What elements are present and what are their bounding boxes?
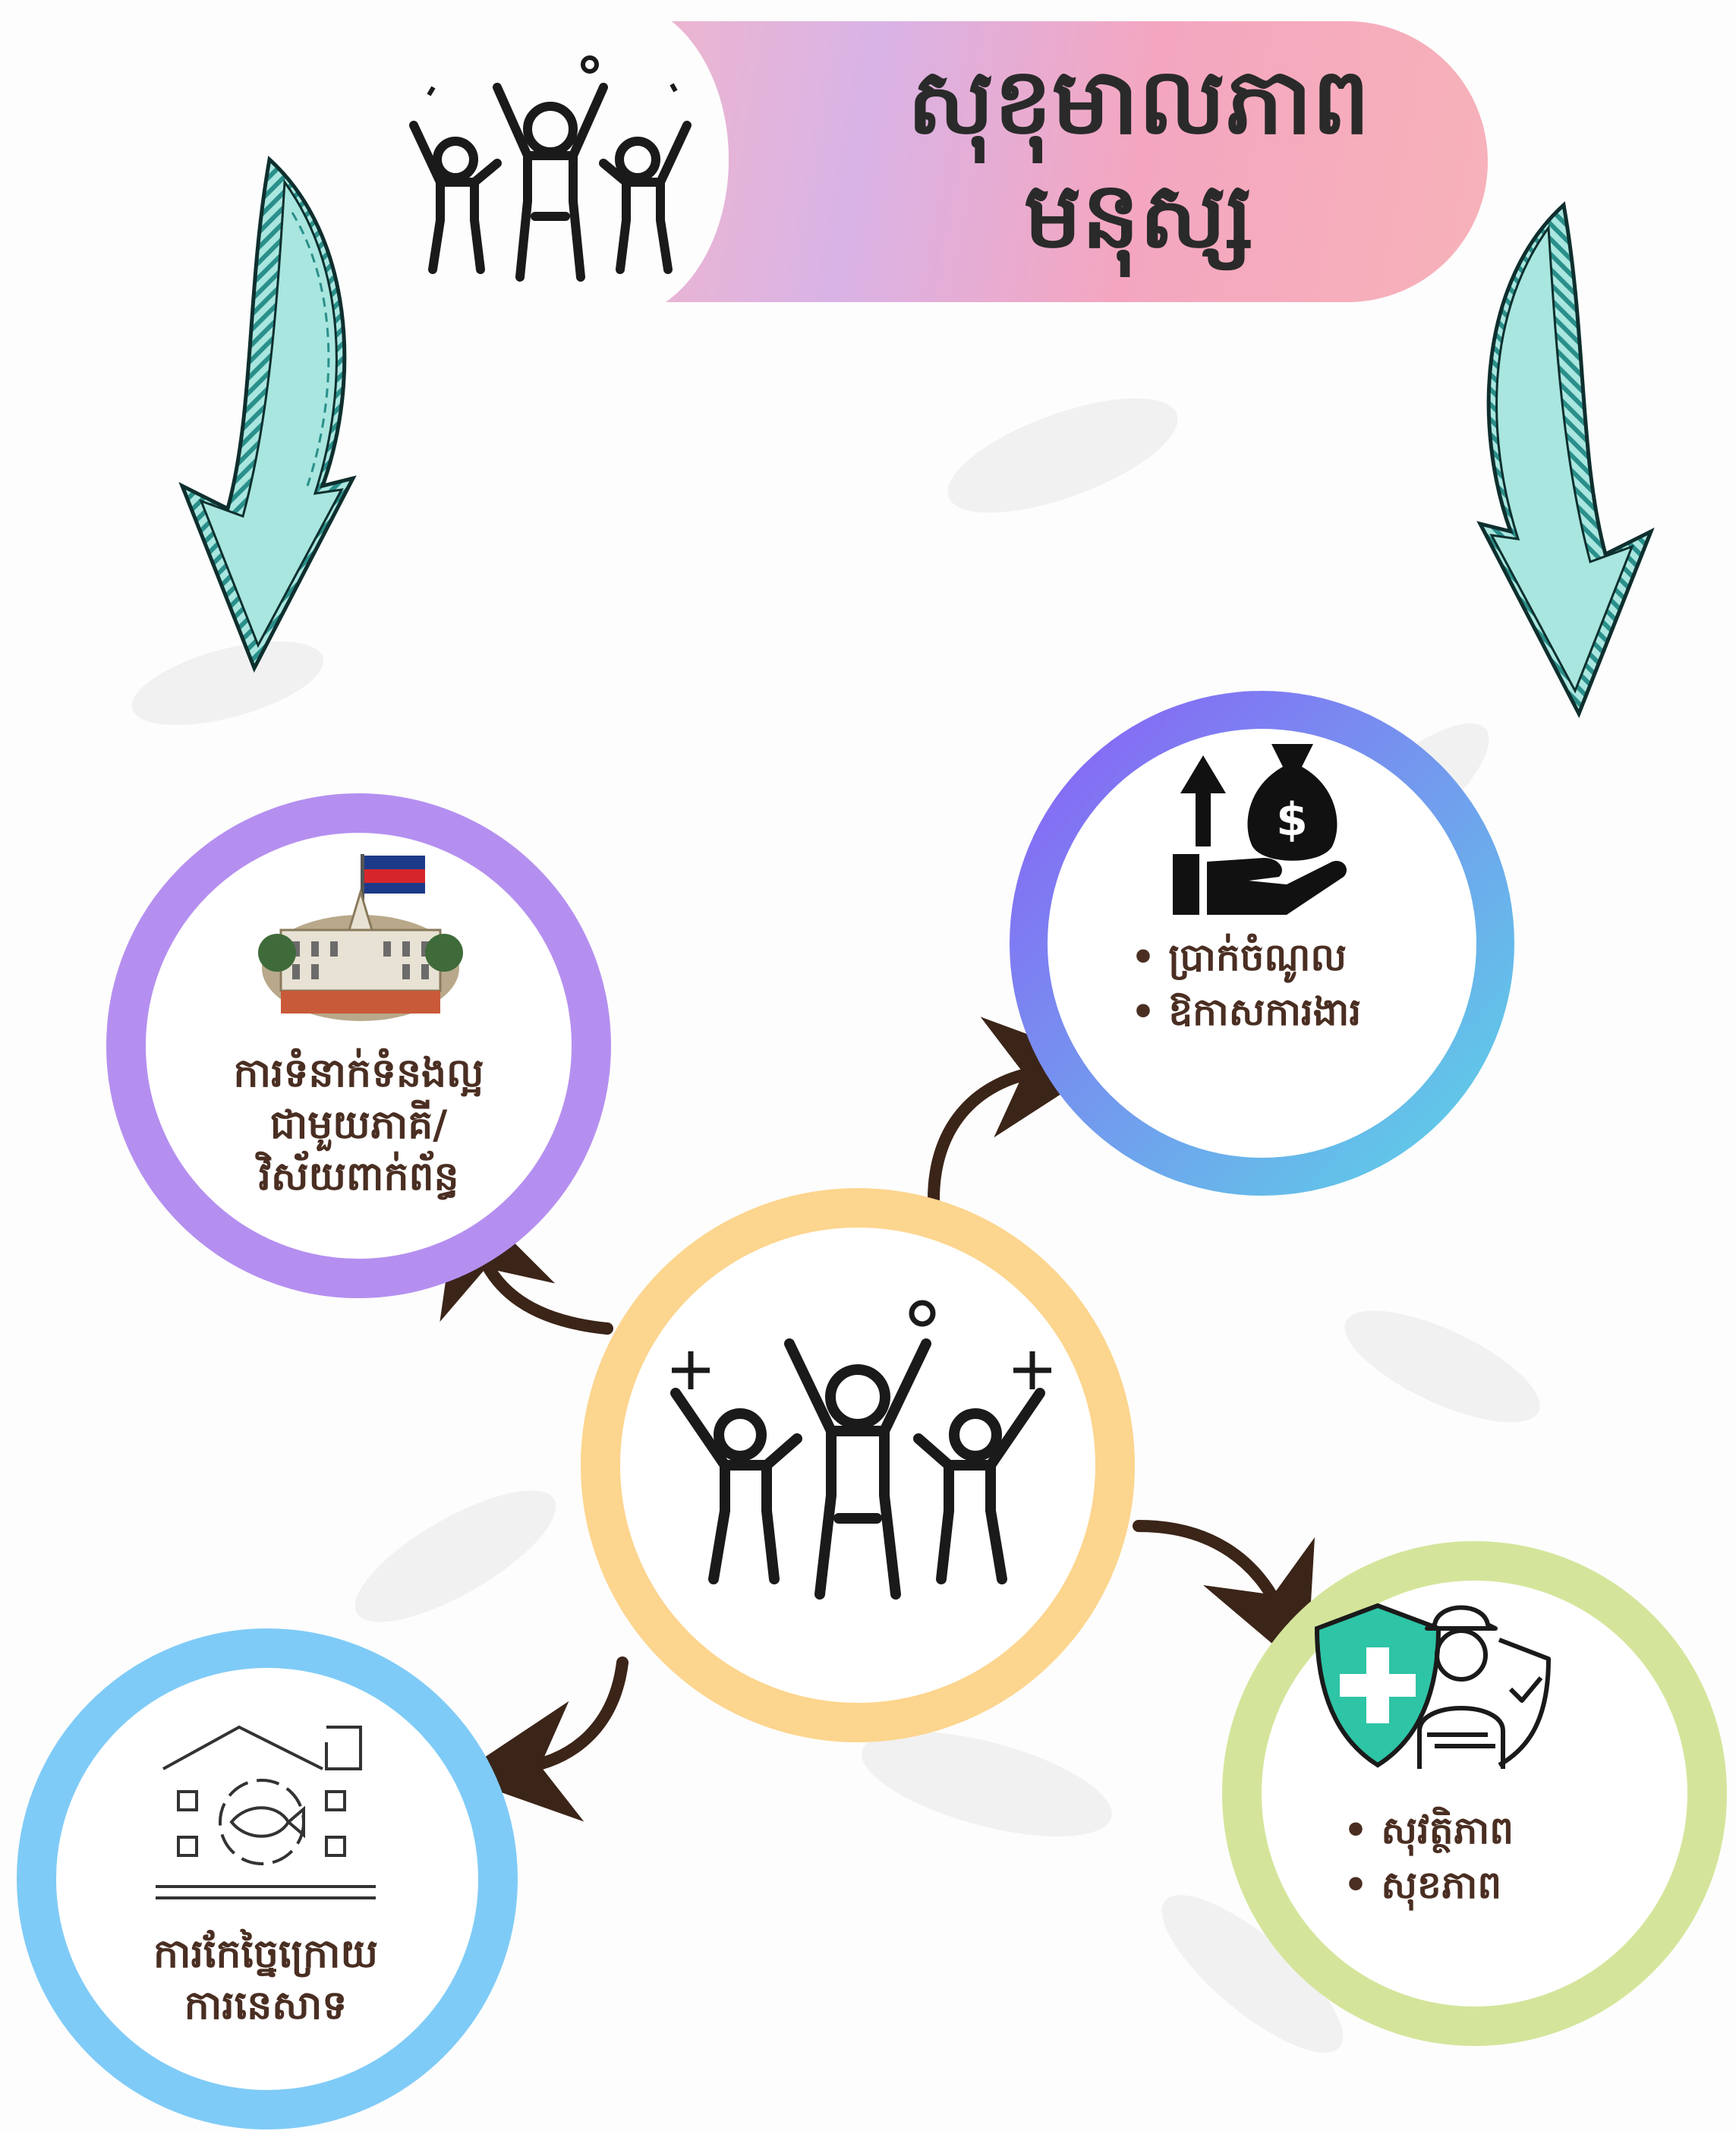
page-title: សុខុមាលភាព មនុស្ស	[805, 30, 1473, 288]
arrow-to-governance	[440, 1187, 613, 1335]
people-celebrating-icon	[409, 55, 692, 282]
title-banner	[600, 21, 1488, 302]
arrow-to-income	[928, 1017, 1108, 1206]
arrow-to-safety	[1133, 1520, 1315, 1673]
title-line-1: សុខុមាលភាព	[907, 49, 1370, 155]
people-celebrating-icon	[670, 1300, 1051, 1600]
health-shield-worker-icon	[1314, 1603, 1551, 1769]
arrow-to-processing	[455, 1657, 629, 1822]
right-down-arrow-icon	[1476, 201, 1655, 719]
svg-text:$: $	[1276, 793, 1308, 846]
processing-label: ការកែច្នៃក្រោយ ការនេសាទ	[153, 1931, 379, 2029]
safety-bullets: សុវត្ថិភាព សុខភាព	[1344, 1803, 1514, 1912]
governance-label: ការទំនាក់ទំនងល្អ ជាមួយភាគី/ វិស័យពាក់ព័ន…	[233, 1051, 484, 1199]
left-down-arrow-icon	[178, 156, 357, 673]
money-bag-hand-icon: $	[1173, 744, 1347, 915]
income-bullets: ប្រាក់ចំណូល ឱកាសការងារ	[1131, 930, 1361, 1039]
government-building-icon	[258, 854, 463, 1021]
fish-processing-icon	[156, 1725, 376, 1899]
title-line-2: មនុស្ស	[1023, 163, 1254, 269]
